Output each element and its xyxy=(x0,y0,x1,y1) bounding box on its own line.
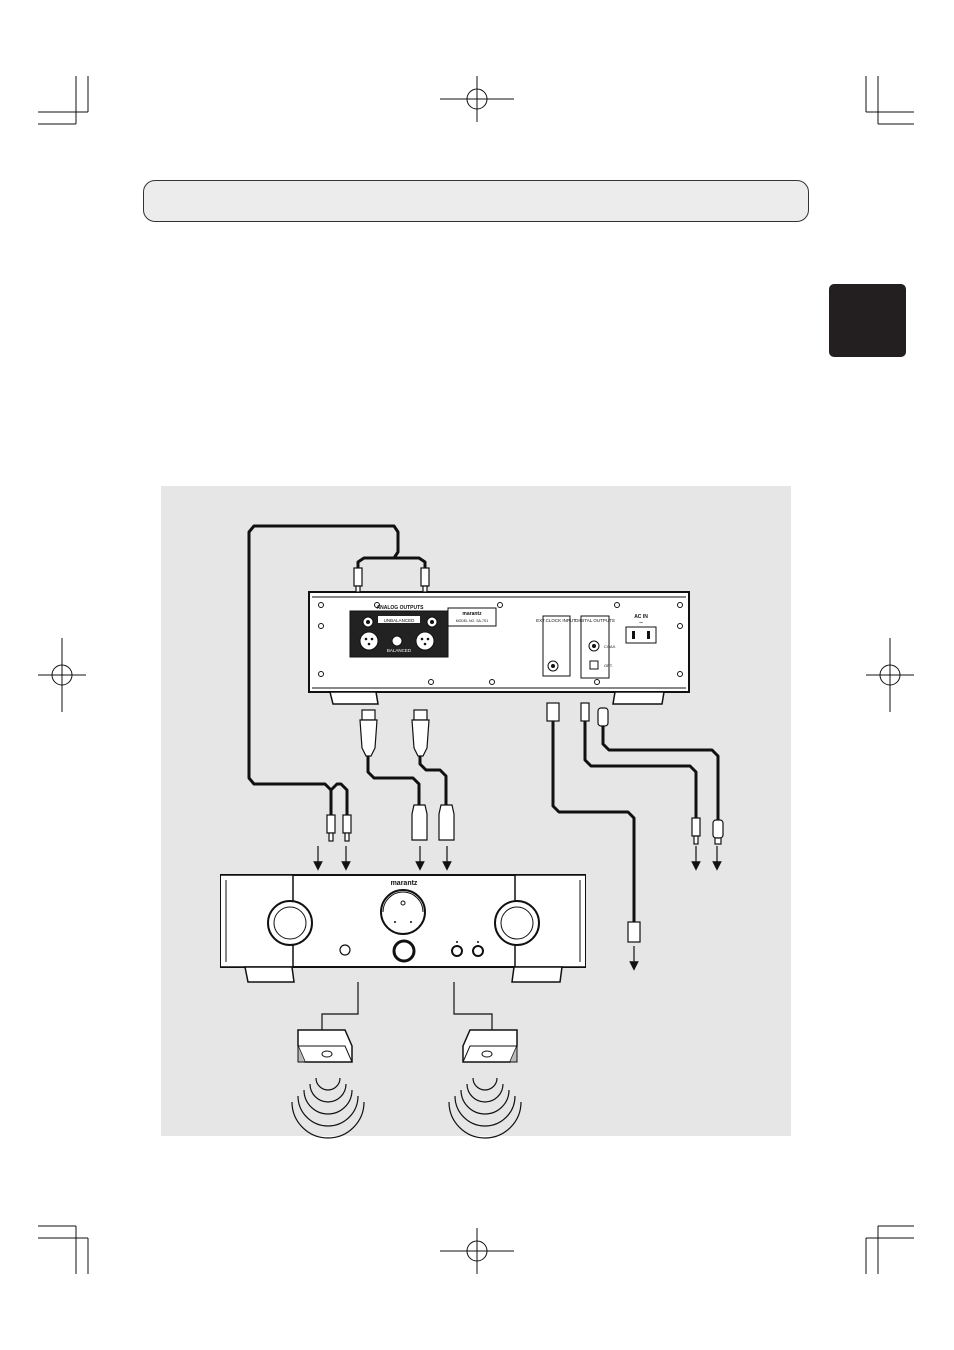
cd-brand-label: marantz xyxy=(462,611,482,617)
registration-mark-right xyxy=(866,638,914,712)
registration-mark-bottom xyxy=(440,1228,514,1274)
analog-outputs-label: ANALOG OUTPUTS xyxy=(377,605,425,611)
xlr-jack-right xyxy=(415,631,435,651)
amp-brand-label: marantz xyxy=(391,880,418,887)
registration-mark-left xyxy=(38,638,86,712)
cd-foot-right xyxy=(612,691,665,705)
cd-player-rear-panel: ANALOG OUTPUTS UNBALANCED BALANCED maran… xyxy=(308,591,690,705)
amplifier-front-panel: marantz xyxy=(220,874,586,983)
ac-in-label: AC IN xyxy=(634,614,648,620)
opt-label: OPT. xyxy=(604,663,613,668)
xlr-jack-left xyxy=(359,631,379,651)
unbalanced-label: UNBALANCED xyxy=(384,618,416,623)
coax-label: COAX. xyxy=(604,644,616,649)
speaker-right xyxy=(448,1029,522,1139)
ac-inlet xyxy=(625,626,657,644)
ac-symbol: ~ xyxy=(639,620,643,627)
cables xyxy=(247,524,720,924)
registration-mark-top xyxy=(440,76,514,122)
amp-foot-left xyxy=(244,966,295,983)
center-display xyxy=(380,889,426,935)
speaker-wires xyxy=(321,982,493,1030)
signal-arrows xyxy=(313,846,722,971)
cd-foot-left xyxy=(329,691,379,705)
power-button xyxy=(392,939,416,963)
balance-knob xyxy=(451,945,463,957)
language-side-tab xyxy=(829,284,906,357)
optical-jack xyxy=(589,660,599,670)
phase-switch xyxy=(391,635,403,647)
digital-outputs-label: DIGITAL OUTPUTS xyxy=(575,618,615,623)
standby-indicator xyxy=(339,944,351,956)
balanced-label: BALANCED xyxy=(387,648,412,653)
connectors xyxy=(326,567,724,943)
section-title-bar xyxy=(143,180,809,222)
tone-knob xyxy=(472,945,484,957)
ext-clock-input-label: EXT.CLOCK INPUT xyxy=(536,618,576,623)
speaker-left xyxy=(291,1029,365,1139)
amp-foot-right xyxy=(511,966,563,983)
model-label: MODEL NO. SA-7S1 xyxy=(456,619,489,623)
